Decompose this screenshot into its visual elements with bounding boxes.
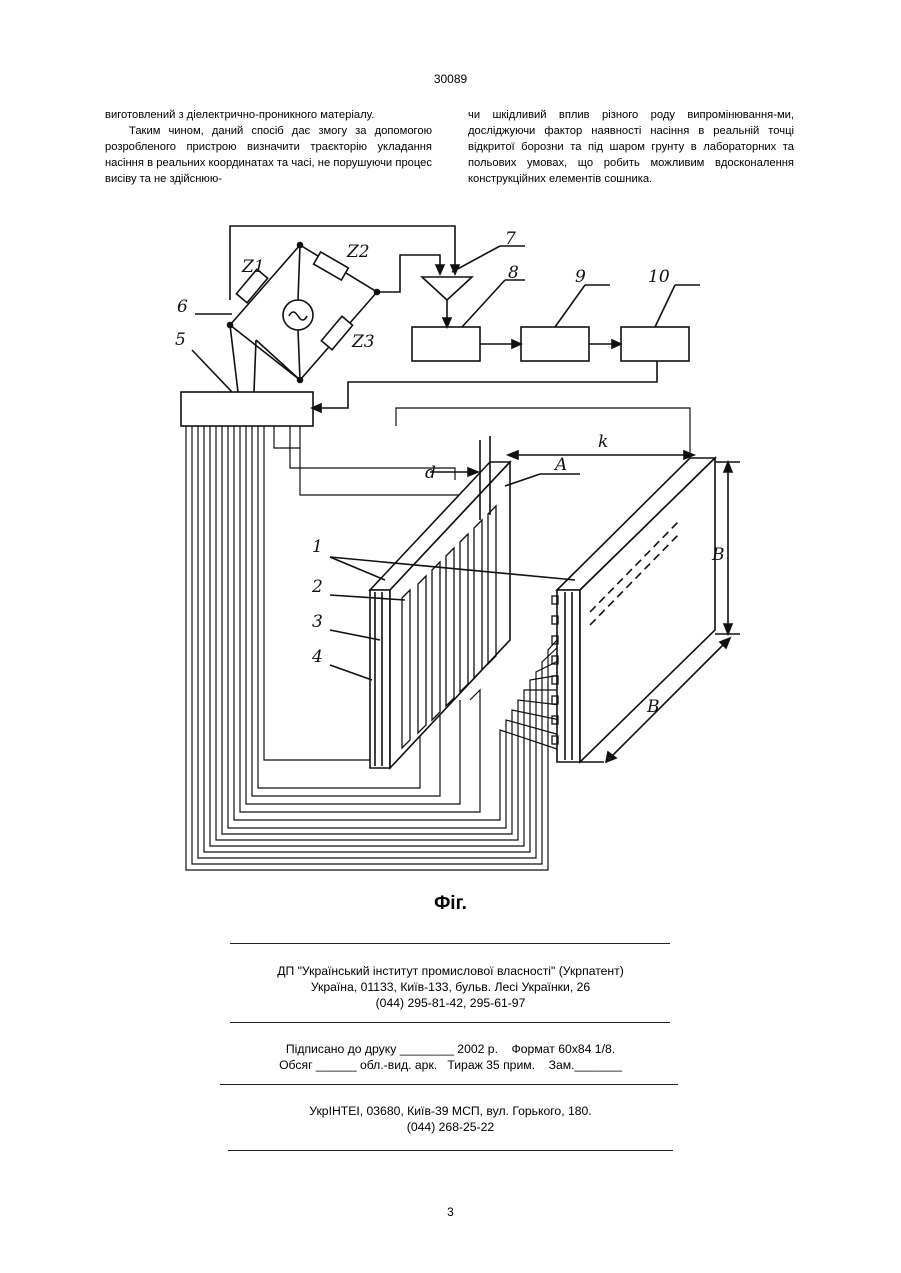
label-B-vertical: B bbox=[711, 545, 725, 565]
label-1: 1 bbox=[312, 537, 323, 557]
label-8: 8 bbox=[508, 263, 519, 283]
publisher-block: ДП "Український інститут промислової вла… bbox=[0, 963, 901, 1011]
page-number-bottom: 3 bbox=[0, 1205, 901, 1219]
label-4: 4 bbox=[311, 647, 323, 667]
printer-line-2: (044) 268-25-22 bbox=[0, 1119, 901, 1135]
publisher-line-2: Україна, 01133, Київ-133, бульв. Лесі Ук… bbox=[0, 979, 901, 995]
page-number-top: 30089 bbox=[0, 72, 901, 86]
label-10: 10 bbox=[648, 267, 670, 287]
printer-block: УкрІНТЕІ, 03680, Київ-39 МСП, вул. Горьк… bbox=[0, 1103, 901, 1135]
left-paragraph-1: виготовлений з діелектрично-проникного м… bbox=[105, 107, 432, 123]
publisher-line-1: ДП "Український інститут промислової вла… bbox=[0, 963, 901, 979]
figure-caption: Фіг. bbox=[0, 893, 901, 915]
divider-2 bbox=[230, 1022, 670, 1023]
divider-3 bbox=[220, 1084, 678, 1085]
label-A: A bbox=[553, 455, 567, 475]
right-text-column: чи шкідливий вплив різного роду випромін… bbox=[468, 107, 794, 187]
label-2: 2 bbox=[311, 577, 323, 597]
divider-1 bbox=[230, 943, 670, 944]
label-k: k bbox=[598, 432, 608, 452]
print-line-1: Підписано до друку ________ 2002 р. Форм… bbox=[0, 1041, 901, 1057]
left-text-column: виготовлений з діелектрично-проникного м… bbox=[105, 107, 432, 187]
printer-line-1: УкрІНТЕІ, 03680, Київ-39 МСП, вул. Горьк… bbox=[0, 1103, 901, 1119]
divider-4 bbox=[228, 1150, 673, 1151]
label-z2: Z2 bbox=[346, 242, 370, 262]
left-paragraph-2: Таким чином, даний спосіб дає змогу за д… bbox=[105, 123, 432, 187]
label-5: 5 bbox=[175, 330, 186, 350]
patent-figure: 6 5 7 8 9 10 Z1 Z2 Z3 d A k B B 1 2 3 4 bbox=[0, 220, 901, 890]
label-z3: Z3 bbox=[351, 332, 375, 352]
label-9: 9 bbox=[575, 267, 586, 287]
print-info-block: Підписано до друку ________ 2002 р. Форм… bbox=[0, 1041, 901, 1073]
label-6: 6 bbox=[177, 297, 188, 317]
label-z1: Z1 bbox=[241, 257, 265, 277]
label-3: 3 bbox=[312, 612, 323, 632]
publisher-line-3: (044) 295-81-42, 295-61-97 bbox=[0, 995, 901, 1011]
label-B-diagonal: B bbox=[646, 697, 660, 717]
print-line-2: Обсяг ______ обл.-вид. арк. Тираж 35 при… bbox=[0, 1057, 901, 1073]
circuit-diagram bbox=[181, 226, 700, 426]
label-d: d bbox=[425, 463, 436, 483]
label-7: 7 bbox=[505, 229, 516, 249]
right-paragraph-1: чи шкідливий вплив різного роду випромін… bbox=[468, 107, 794, 187]
